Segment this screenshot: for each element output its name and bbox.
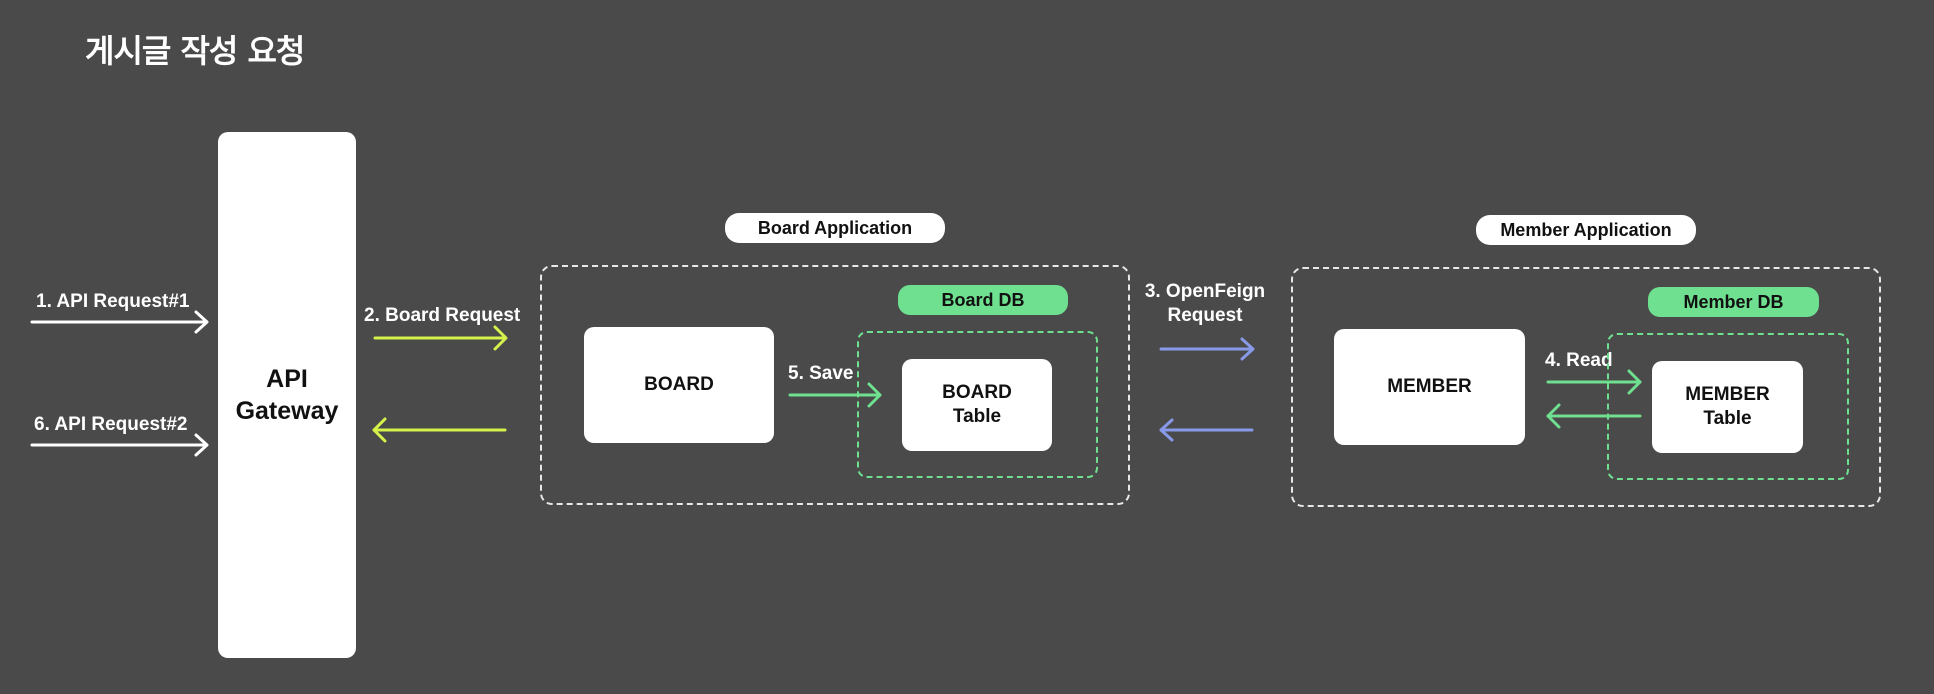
step3-label-line2: Request [1167, 305, 1243, 326]
member-service-label: MEMBER [1387, 376, 1472, 397]
page-title: 게시글 작성 요청 [85, 32, 305, 70]
member-db-container [1607, 333, 1849, 480]
member-service-box: MEMBER [1334, 329, 1525, 445]
arrow-step1 [30, 310, 209, 334]
arrow-step4-back [1546, 403, 1642, 429]
board-service-box: BOARD [584, 327, 774, 443]
step4-label: 4. Read [1545, 350, 1613, 371]
arrow-step2-forward [373, 325, 508, 351]
step2-label: 2. Board Request [364, 305, 521, 326]
board-application-pill: Board Application [725, 213, 945, 243]
gateway-label-line2: Gateway [235, 397, 339, 425]
member-application-container [1291, 267, 1881, 507]
arrow-step5 [788, 382, 882, 408]
board-service-label: BOARD [644, 374, 714, 395]
arrow-step6 [30, 433, 209, 457]
board-db-pill: Board DB [898, 285, 1068, 315]
api-gateway-box: API Gateway [218, 132, 356, 658]
arrow-step2-back [372, 417, 507, 443]
step3-label-line1: 3. OpenFeign [1144, 281, 1266, 302]
board-application-container [540, 265, 1130, 505]
arrow-step3-back [1159, 418, 1254, 442]
step5-label: 5. Save [788, 363, 854, 384]
member-db-pill: Member DB [1648, 287, 1819, 317]
arrow-step3-forward [1159, 337, 1255, 361]
step6-label: 6. API Request#2 [34, 414, 188, 435]
board-db-container [857, 331, 1098, 478]
member-table-line1: MEMBER [1685, 384, 1770, 405]
member-table-box: MEMBER Table [1652, 361, 1803, 453]
gateway-label-line1: API [266, 365, 308, 393]
board-table-line2: Table [952, 406, 1002, 427]
step1-label: 1. API Request#1 [36, 291, 190, 312]
member-application-pill: Member Application [1476, 215, 1696, 245]
board-table-line1: BOARD [942, 382, 1012, 403]
step3-label: 3. OpenFeign Request [1140, 280, 1270, 328]
board-table-box: BOARD Table [902, 359, 1052, 451]
arrow-step4-forward [1546, 369, 1642, 395]
member-table-line2: Table [1703, 408, 1752, 429]
